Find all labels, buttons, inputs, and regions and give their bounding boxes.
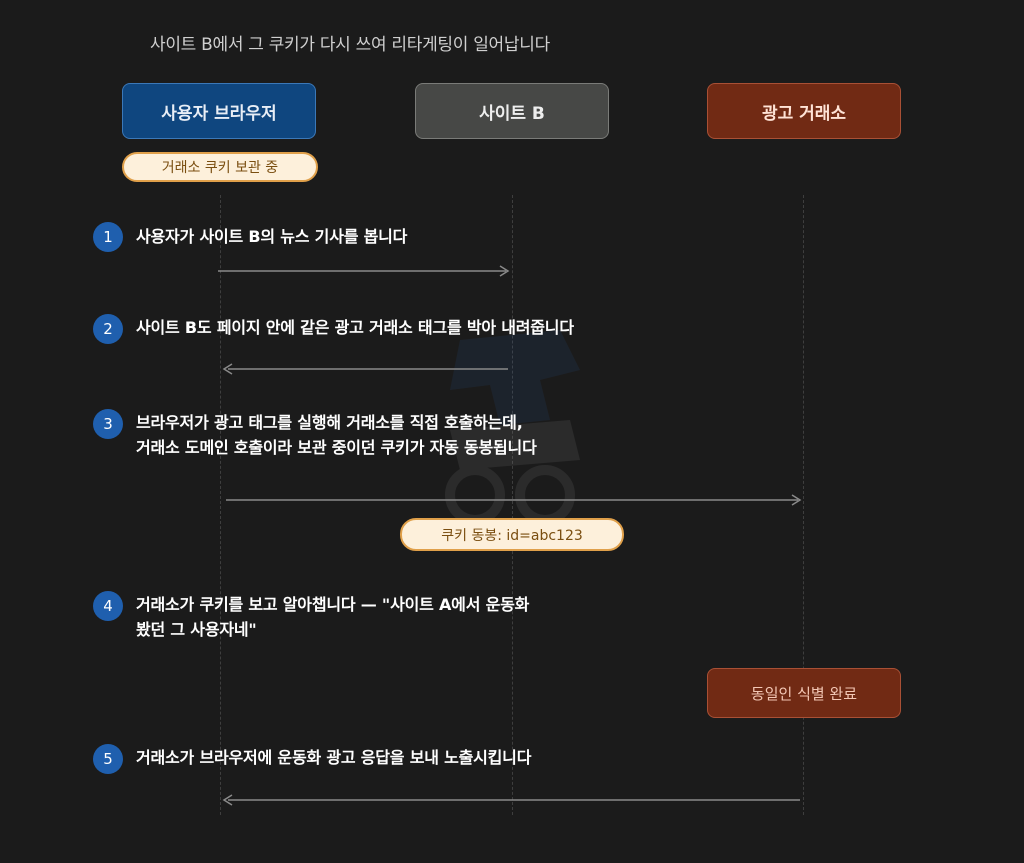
actor-ad-exchange: 광고 거래소 <box>707 83 901 139</box>
step-5-text: 거래소가 브라우저에 운동화 광고 응답을 보내 노출시킵니다 <box>136 745 656 770</box>
step-4-badge: 4 <box>93 591 123 621</box>
step-2-line-1: 사이트 B도 페이지 안에 같은 광고 거래소 태그를 박아 내려줍니다 <box>136 318 574 337</box>
step-1-text: 사용자가 사이트 B의 뉴스 기사를 봅니다 <box>136 224 656 249</box>
step-2-badge: 2 <box>93 314 123 344</box>
arrow-site-to-browser <box>222 363 508 375</box>
step-3-badge: 3 <box>93 409 123 439</box>
watermark-top-shape <box>450 330 580 425</box>
lifeline-site-b <box>512 195 513 815</box>
lifeline-browser <box>220 195 221 815</box>
cookie-attached-note: 쿠키 동봉: id=abc123 <box>400 518 624 551</box>
step-4-text: 거래소가 쿠키를 보고 알아챕니다 — "사이트 A에서 운동화 봤던 그 사용… <box>136 592 656 642</box>
step-2-text: 사이트 B도 페이지 안에 같은 광고 거래소 태그를 박아 내려줍니다 <box>136 315 656 340</box>
step-4-line-2: 봤던 그 사용자네" <box>136 620 257 639</box>
cookie-stored-note: 거래소 쿠키 보관 중 <box>122 152 318 182</box>
arrow-browser-to-exchange <box>226 494 802 506</box>
identified-note: 동일인 식별 완료 <box>707 668 901 718</box>
step-3-line-1: 브라우저가 광고 태그를 실행해 거래소를 직접 호출하는데, <box>136 413 523 432</box>
actor-site-b: 사이트 B <box>415 83 609 139</box>
diagram-title: 사이트 B에서 그 쿠키가 다시 쓰여 리타게팅이 일어납니다 <box>150 35 550 55</box>
arrow-exchange-to-browser <box>222 794 800 806</box>
step-1-badge: 1 <box>93 222 123 252</box>
step-3-text: 브라우저가 광고 태그를 실행해 거래소를 직접 호출하는데, 거래소 도메인 … <box>136 410 656 460</box>
lifeline-exchange <box>803 195 804 815</box>
step-4-line-1: 거래소가 쿠키를 보고 알아챕니다 — "사이트 A에서 운동화 <box>136 595 530 614</box>
step-3-line-2: 거래소 도메인 호출이라 보관 중이던 쿠키가 자동 동봉됩니다 <box>136 438 537 457</box>
actor-user-browser: 사용자 브라우저 <box>122 83 316 139</box>
watermark-middle-shape <box>450 420 580 470</box>
step-5-badge: 5 <box>93 744 123 774</box>
step-1-line-1: 사용자가 사이트 B의 뉴스 기사를 봅니다 <box>136 227 408 246</box>
step-5-line-1: 거래소가 브라우저에 운동화 광고 응답을 보내 노출시킵니다 <box>136 748 532 767</box>
arrow-browser-to-site <box>218 265 510 277</box>
